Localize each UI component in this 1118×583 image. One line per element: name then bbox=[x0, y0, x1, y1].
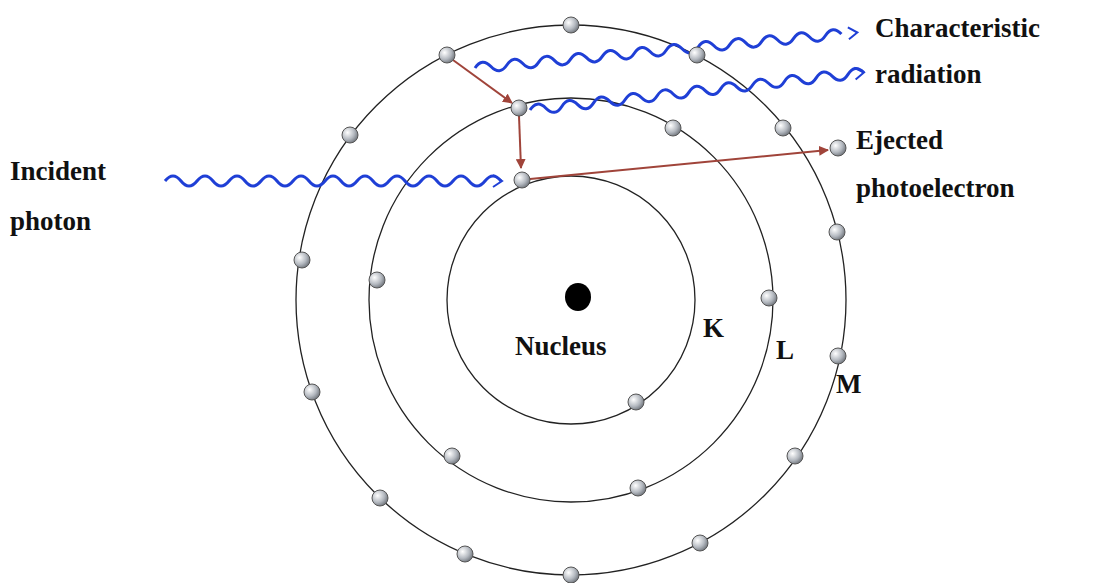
electrons bbox=[294, 17, 846, 583]
transition-arrows bbox=[453, 60, 828, 179]
photon-label: Incident photon bbox=[10, 146, 106, 246]
shell-label: L bbox=[776, 334, 794, 366]
k-shell bbox=[447, 176, 695, 424]
shell-label: K bbox=[703, 312, 724, 344]
radiation-label: Characteristic radiation bbox=[875, 5, 1040, 97]
nucleus-dot bbox=[565, 283, 591, 311]
l-shell bbox=[369, 98, 773, 502]
m-shell bbox=[296, 25, 846, 575]
photoelectron-label: Ejected photoelectron bbox=[856, 116, 1014, 212]
photon-waves bbox=[165, 27, 865, 187]
nucleus-label: Nucleus bbox=[515, 330, 607, 362]
shell-label: M bbox=[836, 368, 861, 400]
